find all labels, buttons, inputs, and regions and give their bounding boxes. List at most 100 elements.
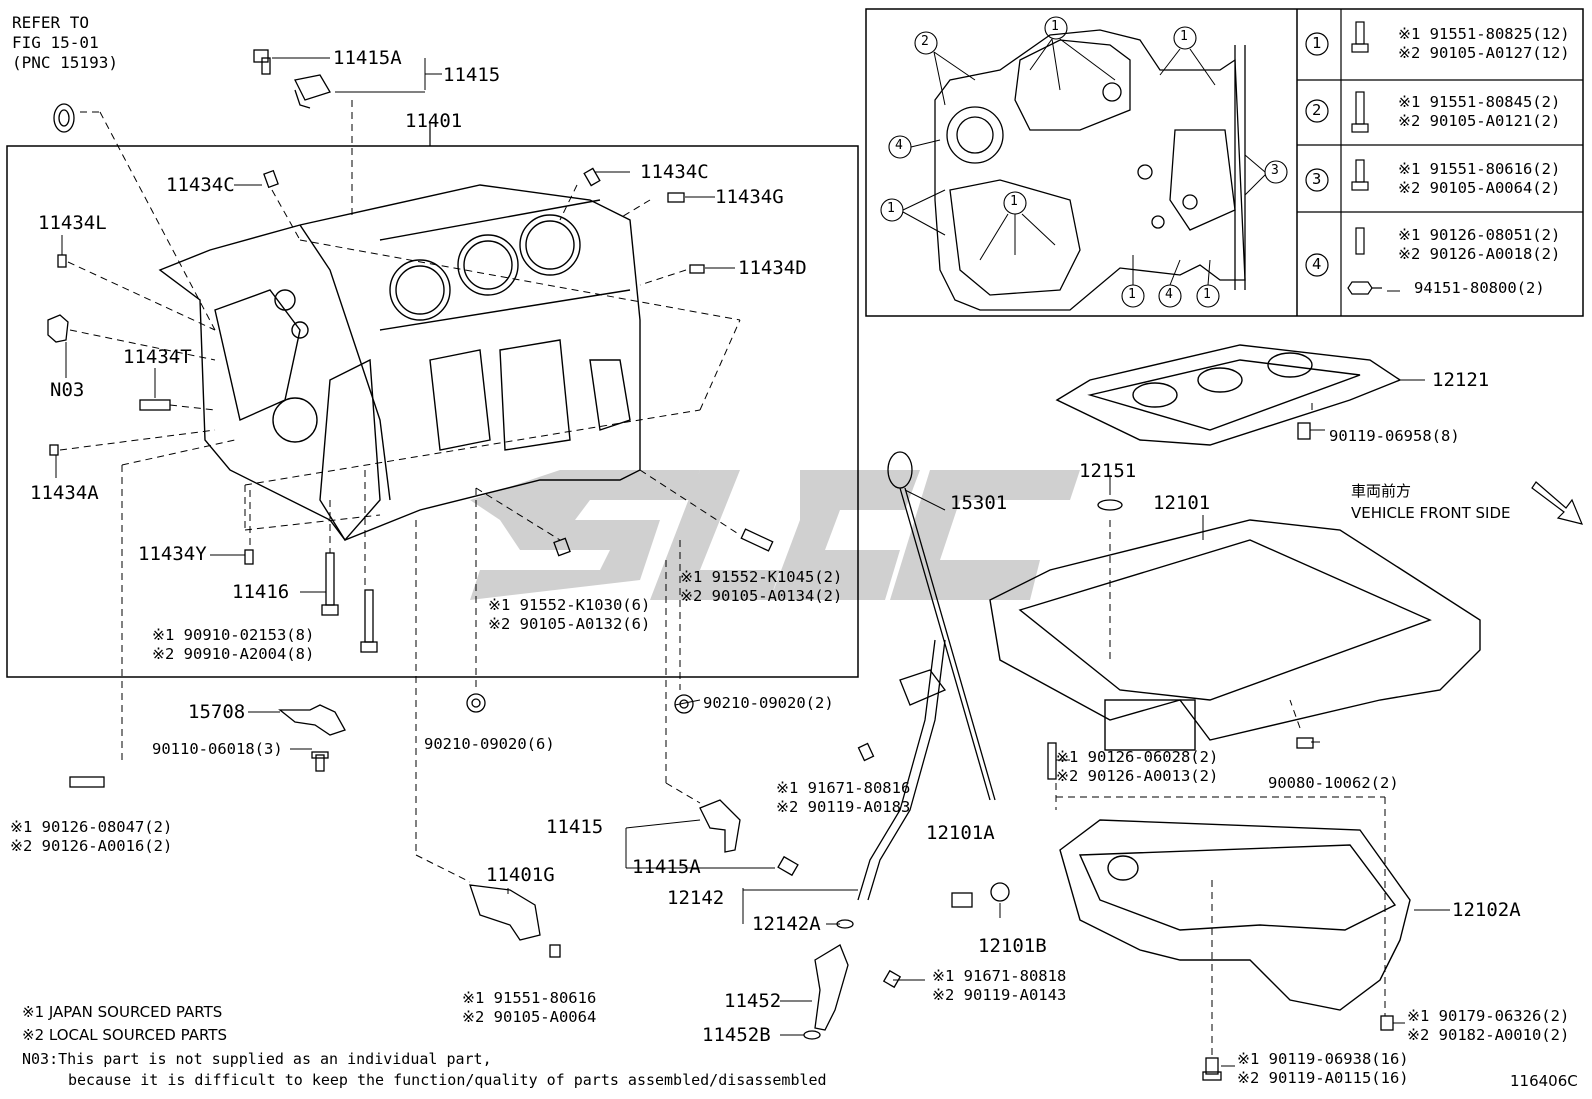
label-11434Y: 11434Y [138,543,207,565]
dashed-lines [59,100,1386,1058]
label-94151: 94151-80800(2) [1414,279,1545,297]
part-number-l: ※2 90119-A0115(16) [1237,1069,1409,1087]
part-number-l: ※2 90105-A0121(2) [1398,112,1561,130]
callout-08047: ※1 90126-08047(2) ※2 90126-A0016(2) [10,818,172,856]
label-12102A: 12102A [1452,899,1521,921]
part-number-j: ※1 91551-80845(2) [1398,93,1561,111]
inset-callout: 1 [1128,287,1136,302]
label-N03: N03 [50,379,85,401]
figure-number: 116406C [1510,1072,1578,1090]
part-number-j: ※1 90119-06938(16) [1237,1050,1409,1068]
table-num-3: 3 [1312,170,1322,188]
part-number-j: ※1 91671-80816 [776,779,911,797]
inset-callouts [880,16,1288,308]
inset-callout: 1 [1051,19,1059,34]
label-11434G: 11434G [715,186,784,208]
inset-callout: 1 [1010,194,1018,209]
part-number-j: ※1 91671-80818 [932,967,1067,985]
label-12101B: 12101B [978,935,1047,957]
callout-80818: ※1 91671-80818 ※2 90119-A0143 [932,967,1066,1005]
note-local: ※2 LOCAL SOURCED PARTS [22,1026,227,1044]
inset-callout: 4 [895,138,903,153]
part-number-j: ※1 90126-08051(2) [1398,226,1561,244]
front-arrow-icon [1531,481,1584,525]
label-15301: 15301 [950,492,1008,514]
label-11434D: 11434D [738,257,807,279]
table-num-1: 1 [1312,34,1322,52]
callout-06938: ※1 90119-06938(16) ※2 90119-A0115(16) [1237,1050,1409,1088]
part-number-l: ※2 90126-A0018(2) [1398,245,1561,263]
table-row-1: ※1 91551-80825(12) ※2 90105-A0127(12) [1398,25,1570,63]
callout-11416-bolts: ※1 90910-02153(8) ※2 90910-A2004(8) [152,626,314,664]
label-12142A: 12142A [752,913,821,935]
bolt-icon [1347,21,1382,295]
callout-80616: ※1 91551-80616 ※2 90105-A0064 [462,989,596,1027]
part-number-l: ※2 90119-A0183 [776,798,911,816]
note-japan: ※1 JAPAN SOURCED PARTS [22,1003,223,1021]
label-12151: 12151 [1079,460,1137,482]
part-number-l: ※2 90105-A0064 [462,1008,597,1026]
label-15708: 15708 [188,701,246,723]
label-12101: 12101 [1153,492,1211,514]
part-number-j: ※1 91552-K1045(2) [680,568,843,586]
table-num-4: 4 [1312,255,1322,273]
label-90119-06958: 90119-06958(8) [1329,427,1460,445]
callout-80816: ※1 91671-80816 ※2 90119-A0183 [776,779,910,817]
label-90080: 90080-10062(2) [1268,774,1399,792]
part-number-j: ※1 91551-80825(12) [1398,25,1570,43]
label-11416: 11416 [232,581,290,603]
part-number-j: ※1 91552-K1030(6) [488,596,651,614]
part-number-j: ※1 90910-02153(8) [152,626,315,644]
cylinder-block [158,184,641,542]
refer-note: REFER TO FIG 15-01 (PNC 15193) [12,13,118,73]
inset-leader-lines [902,38,1266,286]
label-11415A-bottom: 11415A [632,856,701,878]
label-11415-bottom: 11415 [546,816,604,838]
part-number-l: ※2 90105-A0132(6) [488,615,651,633]
timing-cover-inset [934,29,1246,311]
label-11434C-right: 11434C [640,161,709,183]
part-number-l: ※2 90105-A0134(2) [680,587,843,605]
refer-line-1: REFER TO [12,13,90,32]
inset-callout: 1 [1180,29,1188,44]
front-side-jp: 車両前方 [1351,482,1412,500]
label-11401G: 11401G [486,864,555,886]
part-number-l: ※2 90182-A0010(2) [1407,1026,1570,1044]
note-n03-1: N03:This part is not supplied as an indi… [22,1050,492,1068]
label-11401: 11401 [405,110,463,132]
inset-callout: 3 [1271,163,1279,178]
label-11434L: 11434L [38,212,107,234]
label-12121: 12121 [1432,369,1490,391]
label-90210-left: 90210-09020(6) [424,735,555,753]
dipstick [857,451,996,901]
part-number-l: ※2 90119-A0143 [932,986,1067,1004]
callout-k1030: ※1 91552-K1030(6) ※2 90105-A0132(6) [488,596,650,634]
part-number-j: ※1 91551-80616 [462,989,597,1007]
table-row-3: ※1 91551-80616(2) ※2 90105-A0064(2) [1398,160,1560,198]
table-row-2: ※1 91551-80845(2) ※2 90105-A0121(2) [1398,93,1560,131]
label-12142: 12142 [667,887,725,909]
table-row-4: ※1 90126-08051(2) ※2 90126-A0018(2) [1398,226,1560,264]
callout-k1045: ※1 91552-K1045(2) ※2 90105-A0134(2) [680,568,842,606]
front-side-en: VEHICLE FRONT SIDE [1351,504,1511,522]
label-11415-top: 11415 [443,64,501,86]
part-number-j: ※1 90126-08047(2) [10,818,173,836]
label-11434A: 11434A [30,482,99,504]
label-11452B: 11452B [702,1024,771,1046]
part-number-j: ※1 91551-80616(2) [1398,160,1561,178]
label-90210-right: 90210-09020(2) [703,694,834,712]
table-callouts [1305,32,1329,277]
part-number-l: ※2 90126-A0013(2) [1056,767,1219,785]
part-number-l: ※2 90910-A2004(8) [152,645,315,663]
callout-06028: ※1 90126-06028(2) ※2 90126-A0013(2) [1056,748,1218,786]
part-number-j: ※1 90126-06028(2) [1056,748,1219,766]
label-11452: 11452 [724,990,782,1012]
inset-callout: 4 [1165,287,1173,302]
refer-line-2: FIG 15-01 [12,33,99,52]
oil-pan-assembly [989,344,1481,1011]
part-number-l: ※2 90105-A0127(12) [1398,44,1570,62]
leader-lines [55,57,1450,1067]
callout-06326: ※1 90179-06326(2) ※2 90182-A0010(2) [1407,1007,1569,1045]
inset-callout: 1 [1203,287,1211,302]
part-number-l: ※2 90126-A0016(2) [10,837,173,855]
